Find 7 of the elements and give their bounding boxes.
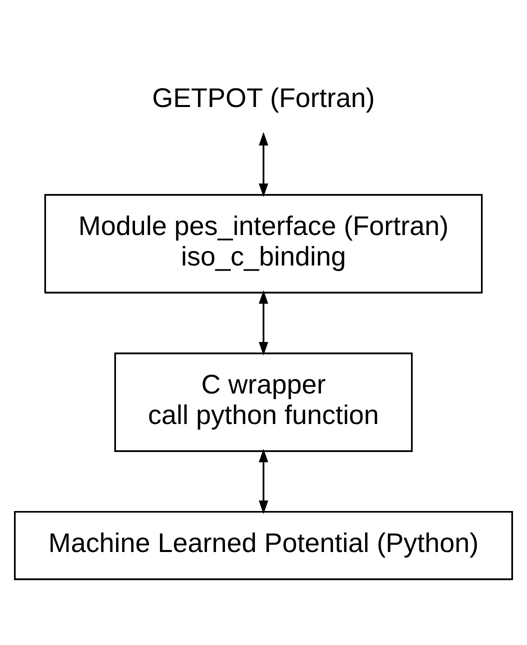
node-box: Machine Learned Potential (Python) [14,510,514,580]
node-box: C wrapper call python function [114,352,413,452]
arrow [258,448,268,514]
node-text: GETPOT (Fortran) [152,82,375,112]
arrow [258,290,268,355]
node-box: Module pes_interface (Fortran) iso_c_binding [44,194,483,293]
arrow [258,132,268,196]
